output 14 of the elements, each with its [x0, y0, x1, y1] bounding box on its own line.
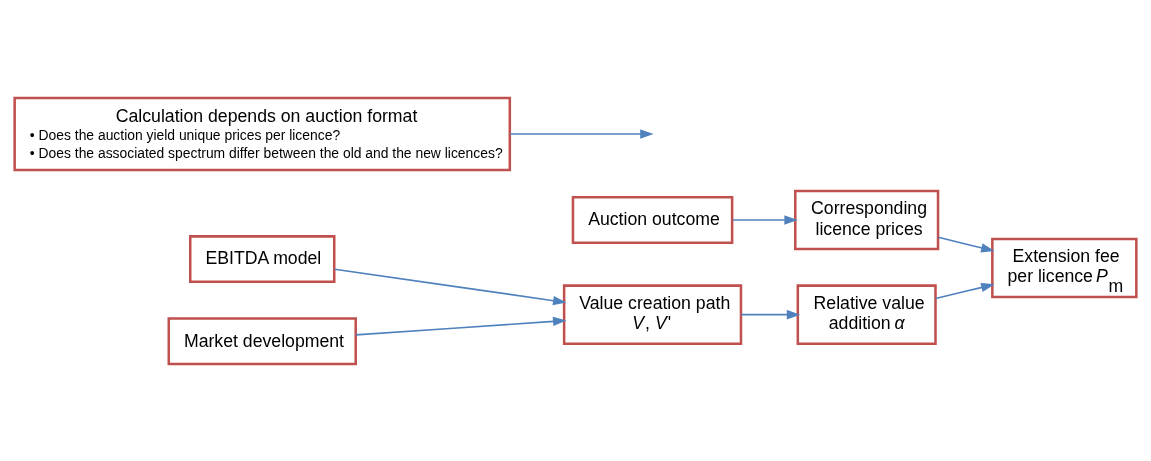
- arrow: [934, 282, 995, 299]
- node-box: Calculation depends on auction format • Does the auction yield unique prices per licence? • Does the associated spectrum differ between the old and the new licences?: [13, 96, 512, 171]
- arrow: [937, 235, 995, 252]
- node-box: Relative value addition α: [796, 283, 937, 345]
- arrow: [509, 128, 654, 139]
- arrow: [333, 268, 567, 305]
- node-box: Auction outcome: [571, 195, 734, 244]
- arrow: [740, 309, 801, 319]
- node-box: Market development: [167, 316, 357, 365]
- node-box: Value creation path V, V': [562, 283, 743, 345]
- arrow: [355, 316, 567, 336]
- node-box: Corresponding licence prices: [794, 189, 940, 250]
- arrow: [731, 214, 798, 225]
- node-box: EBITDA model: [188, 234, 336, 283]
